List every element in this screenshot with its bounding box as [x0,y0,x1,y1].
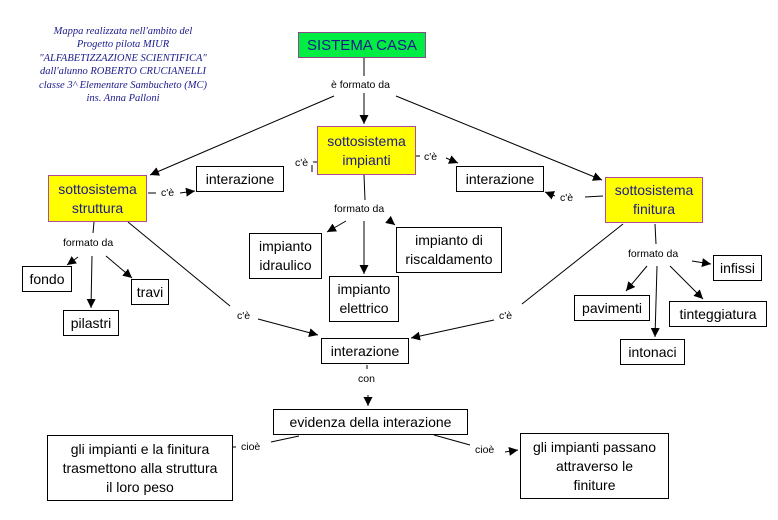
link-label-ce: c'è [236,310,252,322]
concept-sottosistema-finitura[interactable]: sottosistema finitura [605,177,703,223]
concept-text: impianto [337,281,391,297]
concept-text: interazione [330,342,400,359]
link-evidenza-to-cioe-right [433,434,471,446]
concept-impianto-idraulico[interactable]: impianto idraulico [249,233,322,279]
concept-interazione-center[interactable]: interazione [321,338,409,364]
link-label-ce: c'è [423,151,439,163]
link-label-ce: c'è [498,310,514,322]
link-finitura-ce [584,195,604,198]
concept-text: tinteggiatura [679,305,757,322]
link-formato-to-pilastri [86,255,96,309]
concept-text: infissi [719,259,755,276]
link-label-ce: c'è [160,187,176,199]
concept-text: gli impianti e la finitura [70,440,210,457]
link-label-to-finitura [395,95,603,181]
concept-text: struttura [71,199,124,216]
concept-text: intonaci [628,343,677,360]
link-formato-to-infissi [691,258,712,268]
link-formato-to-fondo [66,256,79,266]
concept-text: gli impianti passano [533,438,656,455]
link-formato-to-tinteggiatura [669,265,704,300]
concept-text: evidenza della interazione [289,413,452,430]
link-label-cioe: cioè [240,441,262,453]
concept-text: elettrico [339,300,389,316]
link-formato-to-riscaldamento [385,215,396,226]
link-label-to-struttura [149,95,335,176]
link-ce-to-interazione-struttura [179,187,196,197]
concept-text: interazione [465,170,535,187]
link-label-formato-da: formato da [333,203,386,215]
concept-impianti-passano-finiture[interactable]: gli impianti passano attraverso le finit… [520,433,669,499]
link-ce-to-interazione-finitura [544,191,556,200]
link-label-ce: c'è [559,192,575,204]
link-center-ce-to-interazione [257,318,319,338]
concept-text: SISTEMA CASA [306,36,418,54]
concept-text: impianto di [415,232,483,248]
credits-line: Progetto pilota MIUR [76,39,170,51]
concept-tinteggiatura[interactable]: tinteggiatura [669,301,767,327]
concept-travi[interactable]: travi [131,279,169,305]
concept-impianto-riscaldamento[interactable]: impianto di riscaldamento [396,227,502,273]
concept-text: fondo [29,270,65,287]
credits-text: Mappa realizzata nell'ambito del Progett… [18,25,228,105]
concept-text: riscaldamento [405,251,493,267]
concept-sottosistema-impianti[interactable]: sottosistema impianti [317,126,416,175]
concept-pavimenti[interactable]: pavimenti [574,295,650,321]
link-formato-to-idraulico [326,220,347,233]
credits-line: Mappa realizzata nell'ambito del [53,26,193,37]
concept-text: sottosistema [327,132,406,149]
concept-text: sottosistema [58,180,137,197]
link-label-formato-da: formato da [62,237,115,249]
concept-interazione-finitura[interactable]: interazione [456,166,544,192]
credits-line: dall'alunno ROBERTO CRUCIANELLI [40,66,206,78]
concept-intonaci[interactable]: intonaci [620,339,685,365]
link-cioe-right-to-box [504,446,519,456]
concept-text: interazione [205,170,275,187]
concept-text: attraverso le [555,457,634,474]
concept-text: sottosistema [614,182,694,198]
concept-text: finitura [632,201,676,217]
link-finitura-formato [654,223,657,245]
concept-text: impianto [259,238,312,254]
link-formato-to-pavimenti [625,265,648,292]
concept-impianti-trasmettono-peso[interactable]: gli impianti e la finitura trasmettono a… [47,435,233,501]
link-label-con: con [357,373,376,385]
link-label-ce: c'è [294,157,310,169]
link-formato-to-intonaci [650,265,660,338]
credits-line: ins. Anna Palloni [86,93,160,105]
concept-impianto-elettrico[interactable]: impianto elettrico [329,276,399,322]
credits-line: "ALFABETIZZAZIONE SCIENTIFICA" [39,52,207,64]
link-finitura-to-center-ce [521,223,624,305]
concept-evidenza-interazione[interactable]: evidenza della interazione [273,409,468,435]
concept-text: idraulico [259,257,312,273]
concept-text: impianti [342,151,391,168]
link-label-cioe: cioè [474,444,496,456]
link-impianti-formato [363,174,366,201]
concept-text: travi [136,283,164,300]
link-struttura-formato [92,221,95,234]
concept-infissi[interactable]: infissi [713,255,762,281]
link-center-ce2-to-interazione [410,319,495,341]
link-evidenza-to-cioe-left [270,435,300,443]
concept-fondo[interactable]: fondo [22,266,72,292]
link-struttura-to-center-ce [127,221,231,307]
concept-text: il loro peso [106,478,174,495]
credits-line: classe 3^ Elementare Sambucheto (MC) [39,79,207,91]
concept-interazione-struttura[interactable]: interazione [196,166,284,192]
concept-text: trasmettono alla struttura [62,459,218,476]
link-label-e-formato-da: è formato da [330,79,391,91]
concept-text: pilastri [70,314,112,331]
concept-sistema-casa[interactable]: SISTEMA CASA [298,32,426,58]
link-formato-to-travi [105,255,133,279]
concept-text: finiture [573,476,616,493]
link-ce-to-interazione-right [445,155,459,164]
link-label-formato-da: formato da [627,248,680,260]
concept-pilastri[interactable]: pilastri [63,310,119,336]
concept-text: pavimenti [582,299,642,316]
concept-sottosistema-struttura[interactable]: sottosistema struttura [48,175,147,222]
